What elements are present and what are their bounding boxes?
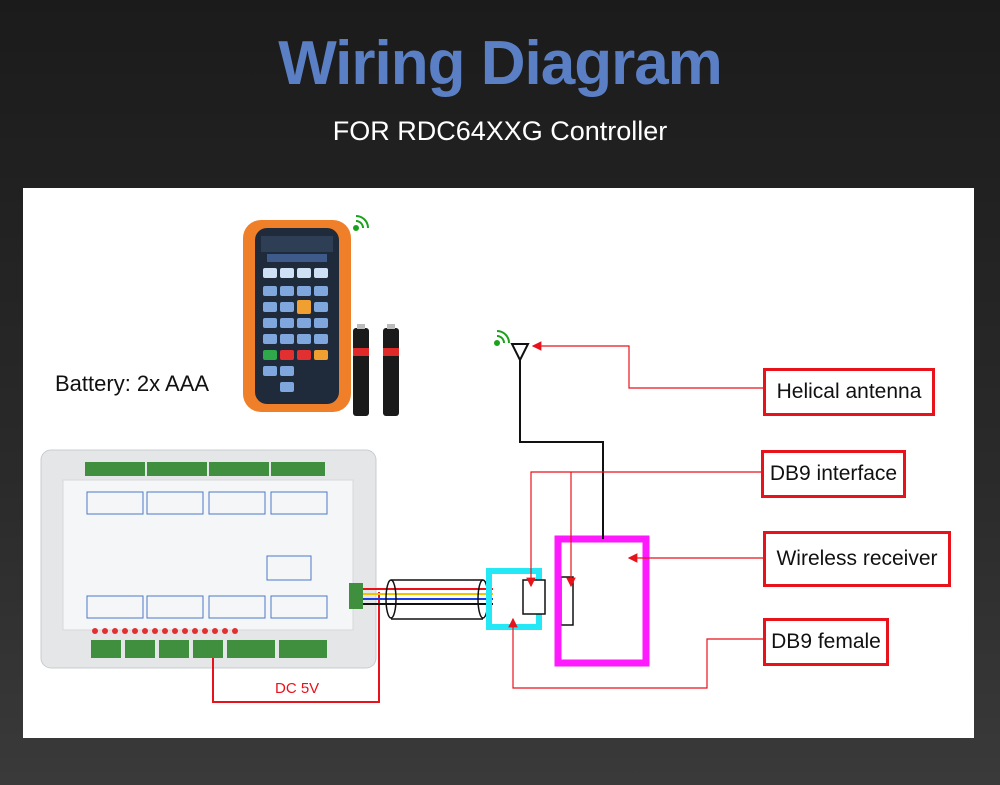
diagram-panel: Battery: 2x AAA DC 5V Helical antenna DB… xyxy=(23,188,974,738)
handheld-remote xyxy=(243,220,351,412)
battery-label: Battery: 2x AAA xyxy=(55,371,210,396)
db9-interface-label: DB9 interface xyxy=(761,450,906,498)
wifi-icon xyxy=(353,215,369,231)
page-subtitle: FOR RDC64XXG Controller xyxy=(332,116,668,146)
db9-female-label: DB9 female xyxy=(763,618,889,666)
wireless-receiver-label: Wireless receiver xyxy=(763,531,951,587)
db9-cable xyxy=(363,579,493,620)
helical-antenna-label: Helical antenna xyxy=(763,368,935,416)
wiring-diagram xyxy=(40,215,763,703)
page-title: Wiring Diagram xyxy=(278,29,723,98)
controller-board xyxy=(40,449,377,669)
wifi-icon xyxy=(494,330,510,346)
battery-icon xyxy=(353,324,399,416)
dc-5v-label: DC 5V xyxy=(275,680,320,697)
antenna-icon xyxy=(510,343,604,539)
